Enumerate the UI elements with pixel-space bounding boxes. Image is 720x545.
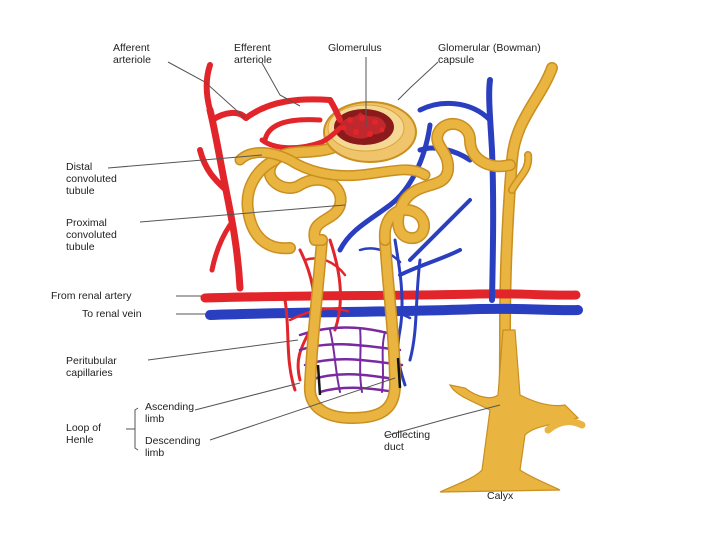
svg-text:tubule: tubule (66, 241, 95, 253)
svg-text:convoluted: convoluted (66, 173, 117, 185)
svg-text:Afferent: Afferent (113, 42, 150, 54)
svg-text:capsule: capsule (438, 54, 474, 66)
svg-text:Glomerulus: Glomerulus (328, 42, 382, 54)
label-calyx: Calyx (487, 490, 514, 502)
afferent-efferent-vessels (319, 97, 343, 145)
svg-text:Loop of: Loop of (66, 422, 101, 434)
svg-text:Peritubular: Peritubular (66, 355, 117, 367)
label-distal-convoluted-tubule: Distal convoluted tubule (66, 161, 117, 197)
label-peritubular-capillaries: Peritubular capillaries (66, 355, 117, 379)
renal-artery-trunk (200, 289, 581, 303)
calyx-shape (439, 329, 586, 493)
svg-text:Calyx: Calyx (487, 490, 514, 502)
svg-text:convoluted: convoluted (66, 229, 117, 241)
svg-text:From renal artery: From renal artery (51, 290, 132, 302)
label-proximal-convoluted-tubule: Proximal convoluted tubule (66, 217, 117, 253)
distal-convoluted-tubule (234, 117, 516, 246)
svg-text:arteriole: arteriole (113, 54, 151, 66)
renal-vein-trunk (205, 303, 583, 320)
svg-text:Collecting: Collecting (384, 429, 430, 441)
glomerulus (334, 109, 394, 145)
label-collecting-duct: Collecting duct (384, 429, 430, 453)
svg-text:limb: limb (145, 447, 164, 459)
label-from-renal-artery: From renal artery (51, 290, 132, 302)
label-afferent-arteriole: Afferent arteriole (113, 42, 151, 66)
proximal-convoluted-tubule (241, 134, 354, 255)
svg-text:arteriole: arteriole (234, 54, 272, 66)
svg-text:Ascending: Ascending (145, 401, 194, 413)
label-glomerulus: Glomerulus (328, 42, 382, 54)
svg-text:Descending: Descending (145, 435, 201, 447)
svg-text:To renal vein: To renal vein (82, 308, 142, 320)
label-loop-of-henle: Loop of Henle (66, 422, 101, 446)
label-ascending-limb: Ascending limb (145, 401, 194, 425)
svg-text:Efferent: Efferent (234, 42, 271, 54)
svg-text:limb: limb (145, 413, 164, 425)
loop-markers (316, 357, 402, 396)
svg-text:Glomerular (Bowman): Glomerular (Bowman) (438, 42, 541, 54)
loop-of-henle (303, 234, 401, 424)
svg-text:capillaries: capillaries (66, 367, 113, 379)
label-efferent-arteriole: Efferent arteriole (234, 42, 272, 66)
leader-lines (107, 57, 501, 451)
label-to-renal-vein: To renal vein (82, 308, 142, 320)
label-descending-limb: Descending limb (145, 435, 201, 459)
svg-text:Henle: Henle (66, 434, 94, 446)
svg-text:Proximal: Proximal (66, 217, 107, 229)
svg-text:Distal: Distal (66, 161, 92, 173)
svg-text:duct: duct (384, 441, 404, 453)
label-glomerular-capsule: Glomerular (Bowman) capsule (438, 42, 541, 66)
svg-text:tubule: tubule (66, 185, 95, 197)
